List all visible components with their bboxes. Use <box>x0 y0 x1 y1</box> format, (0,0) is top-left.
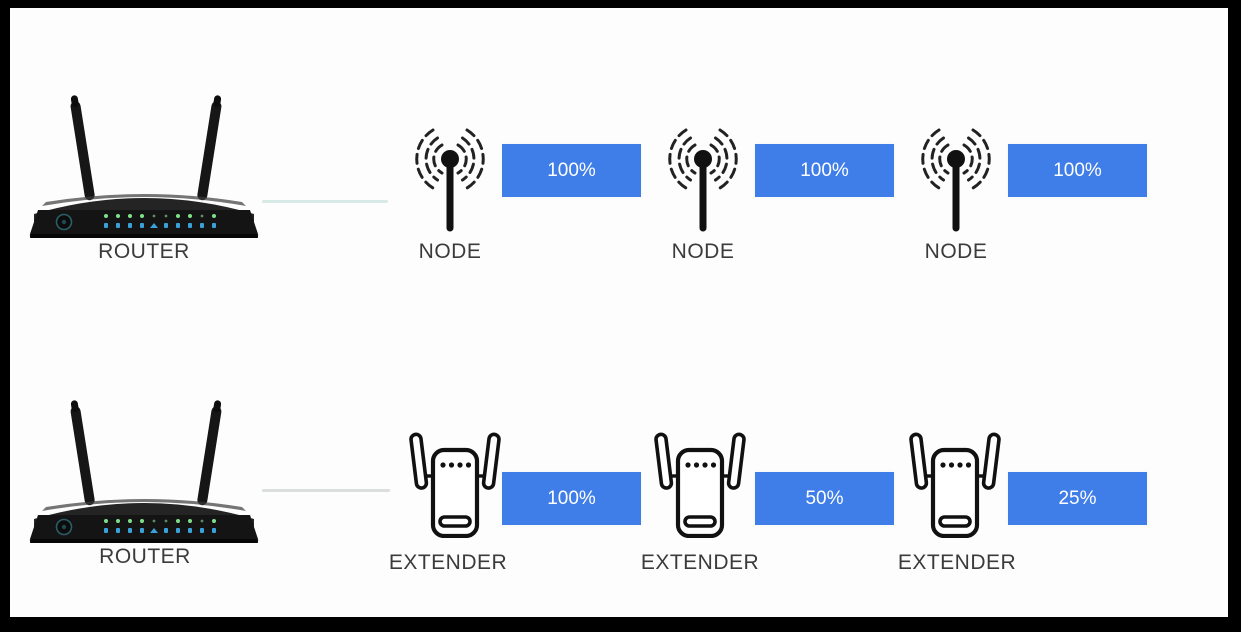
router-label: ROUTER <box>98 240 190 263</box>
router-label: ROUTER <box>99 545 191 568</box>
router-illustration <box>28 90 260 238</box>
extender-label: EXTENDER <box>640 551 760 574</box>
node-antenna-icon <box>908 114 1004 234</box>
signal-strength-bar: 25% <box>1008 472 1147 525</box>
router-illustration <box>28 395 260 543</box>
node-antenna-icon <box>655 114 751 234</box>
signal-strength-bar: 100% <box>1008 144 1147 197</box>
router-extender-link-line <box>262 489 390 492</box>
node-label: NODE <box>671 240 735 263</box>
extender-device-icon <box>407 430 503 538</box>
router-icon <box>29 95 259 238</box>
extender-device-icon <box>652 430 748 538</box>
node-label: NODE <box>418 240 482 263</box>
node-label: NODE <box>924 240 988 263</box>
node-antenna-icon <box>402 114 498 234</box>
signal-strength-bar: 100% <box>502 144 641 197</box>
extender-label: EXTENDER <box>388 551 508 574</box>
signal-strength-bar: 100% <box>755 144 894 197</box>
signal-strength-bar: 50% <box>755 472 894 525</box>
router-node-link-line <box>262 200 388 203</box>
router-icon <box>29 400 259 543</box>
extender-label: EXTENDER <box>897 551 1017 574</box>
extender-device-icon <box>907 430 1003 538</box>
signal-strength-bar: 100% <box>502 472 641 525</box>
